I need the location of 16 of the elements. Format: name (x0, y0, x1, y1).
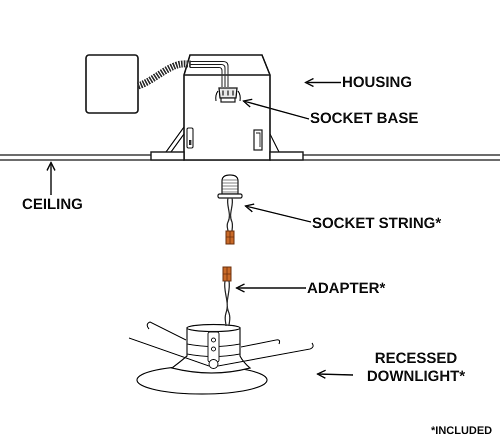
part-label: SOCKET STRING* (312, 214, 442, 232)
socket-string-drawing (216, 173, 245, 246)
leader-arrow (236, 283, 306, 293)
part-label: HOUSING (342, 74, 412, 92)
leader-arrow (242, 98, 310, 120)
part-label: RECESSED DOWNLIGHT* (354, 350, 478, 386)
leader-arrow (304, 78, 341, 88)
footnote: *INCLUDED (431, 425, 492, 438)
leader-arrow (244, 203, 312, 223)
part-label: CEILING (22, 196, 83, 214)
ceiling-line (0, 153, 500, 162)
leader-arrow (46, 162, 56, 195)
socket-base-drawing (214, 85, 243, 105)
part-label: ADAPTER* (307, 280, 386, 298)
part-label: SOCKET BASE (310, 110, 418, 128)
leader-arrow (316, 370, 354, 379)
